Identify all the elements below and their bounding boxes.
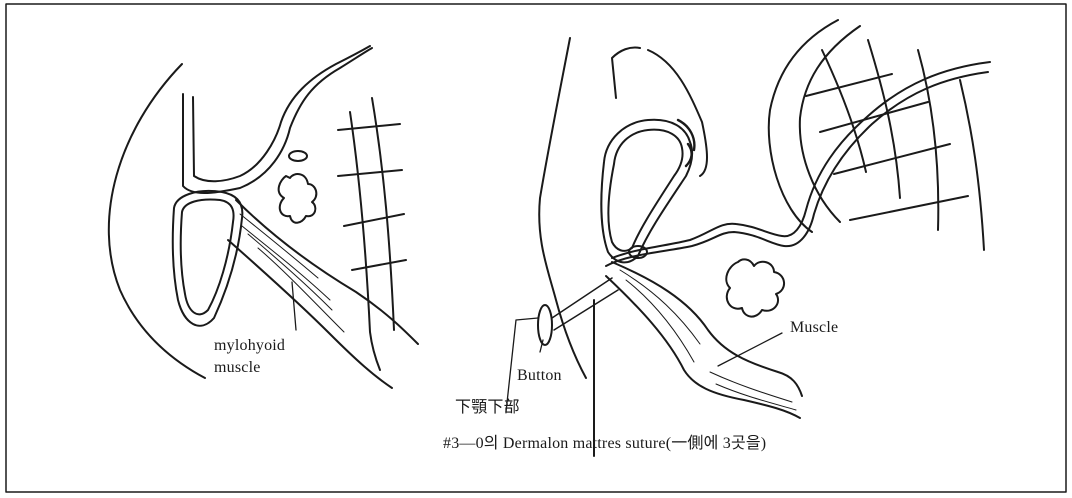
- figure-frame: [6, 4, 1066, 492]
- left-mylohyoid-leader: [292, 282, 296, 330]
- right-muscle-top: [612, 262, 802, 396]
- label-mylohyoid-line2: muscle: [214, 358, 261, 378]
- left-muscle-fibers: [240, 214, 344, 332]
- right-upper-mass: [769, 20, 838, 232]
- right-grid-h2: [820, 102, 928, 132]
- left-tongue-outer: [183, 48, 372, 193]
- figure-caption: #3—0의 Dermalon mattres suture(一側에 3곳을): [443, 434, 766, 454]
- left-small-gland: [289, 151, 307, 161]
- left-grid-arc-2: [372, 98, 394, 330]
- label-muscle: Muscle: [790, 318, 838, 338]
- left-grid-h3: [344, 214, 404, 226]
- label-button: Button: [517, 366, 562, 386]
- button-shape: [538, 305, 552, 345]
- right-tongue-lower: [606, 72, 988, 266]
- left-grid-h2: [338, 170, 402, 176]
- left-face-contour: [109, 64, 205, 378]
- label-mylohyoid-line1: mylohyoid: [214, 336, 285, 356]
- right-mandible-inner: [608, 130, 682, 251]
- right-grid-h4: [850, 196, 968, 220]
- left-grid-h4: [352, 260, 406, 270]
- right-face-profile: [539, 38, 586, 378]
- right-salivary-gland: [726, 259, 784, 316]
- left-right-arc: [350, 112, 380, 370]
- left-mandible-inner: [181, 200, 234, 315]
- right-muscle-bottom: [606, 276, 800, 418]
- right-tongue-lower-inner: [612, 62, 990, 258]
- left-salivary-gland: [279, 174, 317, 223]
- right-grid-2: [868, 40, 900, 198]
- right-grid-4: [960, 80, 984, 250]
- label-submandibular: 下顎下部: [455, 398, 520, 418]
- right-grid-h1: [806, 74, 892, 96]
- right-grid-h3: [834, 144, 950, 174]
- left-grid-h1: [338, 124, 400, 130]
